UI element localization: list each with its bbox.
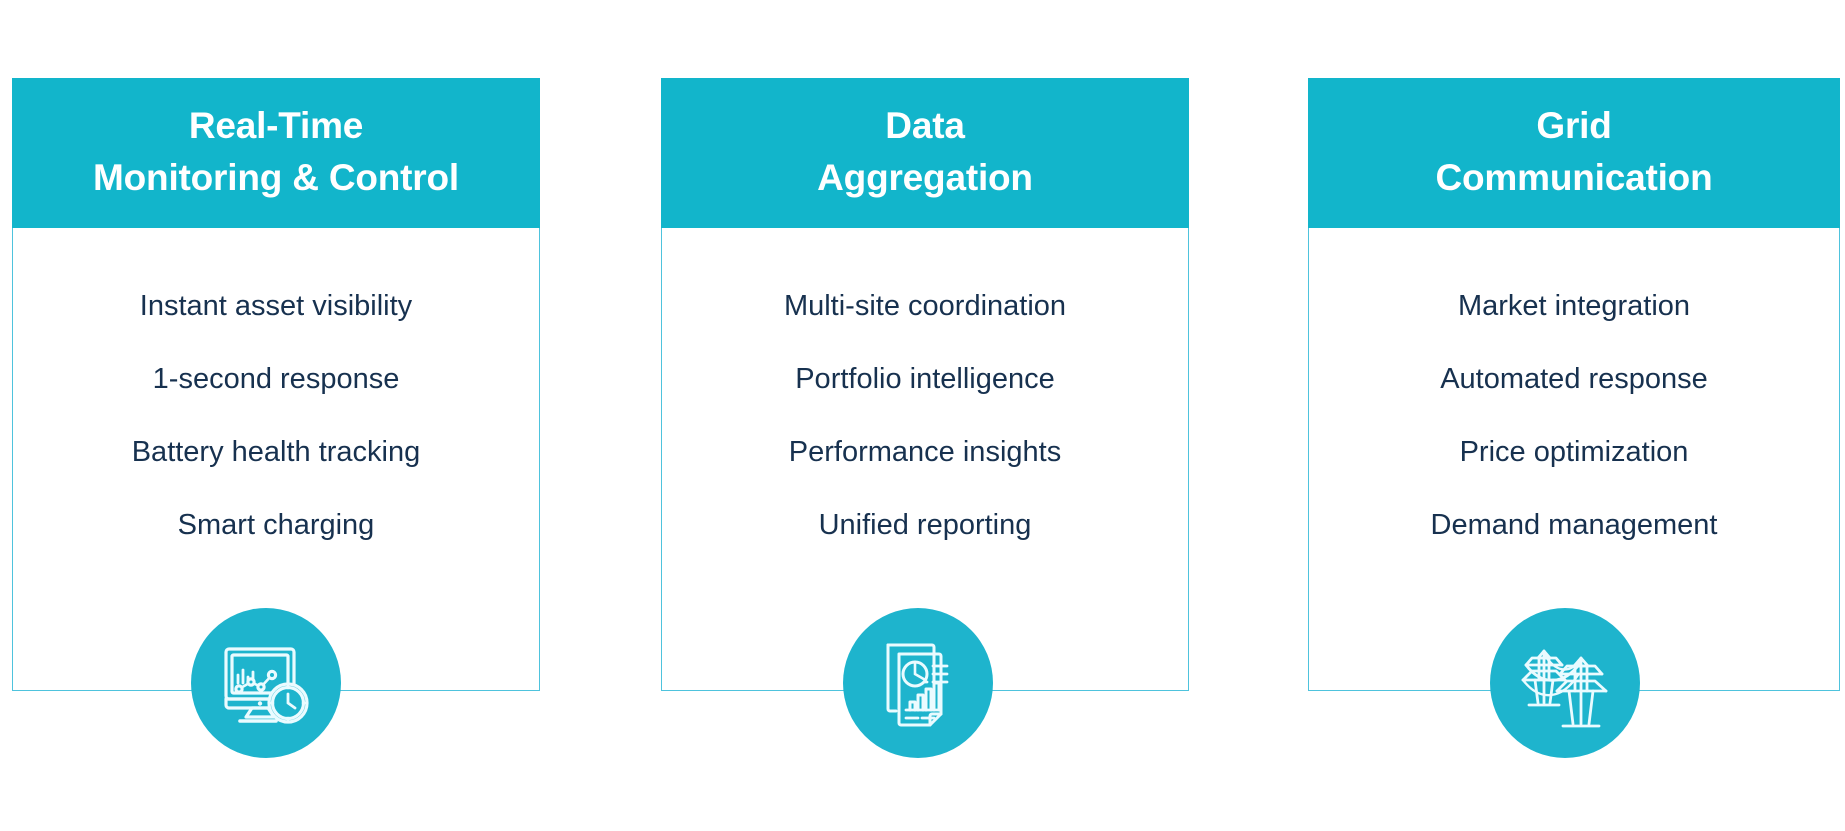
card-header-grid-communication: Grid Communication xyxy=(1308,78,1840,228)
feature-item: Price optimization xyxy=(1459,436,1689,468)
feature-item: Market integration xyxy=(1457,290,1691,322)
feature-item: Performance insights xyxy=(788,436,1062,468)
card-title-line-1: Real-Time xyxy=(188,105,364,146)
card-title-line-1: Grid xyxy=(1536,105,1612,146)
feature-card-real-time-monitoring: Real-Time Monitoring & Control Instant a… xyxy=(12,78,540,691)
feature-item: 1-second response xyxy=(152,363,400,395)
card-title-line-1: Data xyxy=(885,105,965,146)
card-title-line-2: Monitoring & Control xyxy=(93,157,459,198)
feature-item: Unified reporting xyxy=(818,509,1032,541)
feature-card-data-aggregation: Data Aggregation Multi-site coordination… xyxy=(661,78,1189,691)
monitor-chart-clock-icon xyxy=(214,631,318,735)
feature-item: Portfolio intelligence xyxy=(795,363,1055,395)
icon-badge-data-aggregation xyxy=(843,608,993,758)
feature-item: Battery health tracking xyxy=(131,436,421,468)
power-transmission-towers-icon xyxy=(1511,629,1619,737)
feature-item: Multi-site coordination xyxy=(783,290,1067,322)
feature-item: Demand management xyxy=(1430,509,1718,541)
feature-card-grid-communication: Grid Communication Market integration Au… xyxy=(1308,78,1840,691)
feature-item: Instant asset visibility xyxy=(139,290,413,322)
icon-badge-grid-communication xyxy=(1490,608,1640,758)
feature-item: Smart charging xyxy=(177,509,375,541)
icon-badge-real-time-monitoring xyxy=(191,608,341,758)
card-title-line-2: Aggregation xyxy=(817,157,1033,198)
report-document-charts-icon xyxy=(868,633,968,733)
feature-item: Automated response xyxy=(1440,363,1708,395)
card-title-line-2: Communication xyxy=(1435,157,1713,198)
card-header-data-aggregation: Data Aggregation xyxy=(661,78,1189,228)
card-header-real-time-monitoring: Real-Time Monitoring & Control xyxy=(12,78,540,228)
